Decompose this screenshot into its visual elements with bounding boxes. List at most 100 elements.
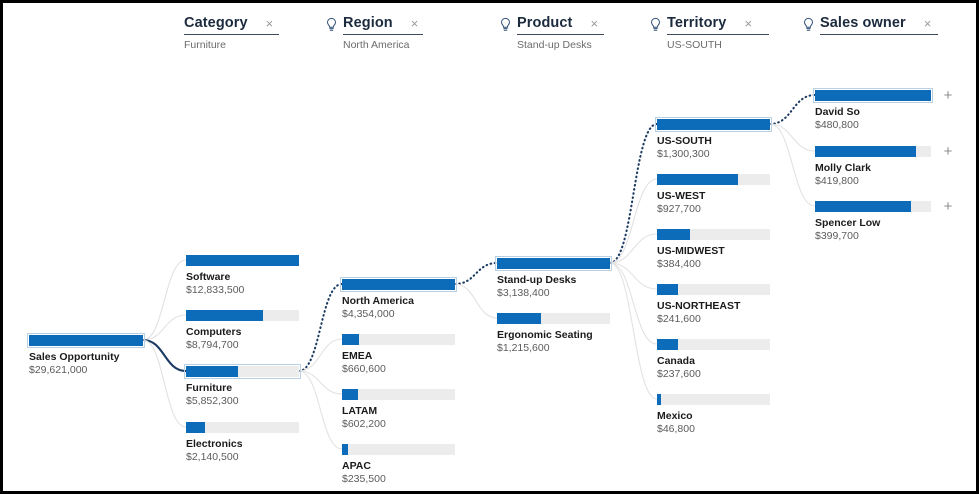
column-title-underline [517, 34, 605, 35]
column-selected-value: Furniture [184, 39, 227, 51]
node-label: US-MIDWEST [657, 245, 725, 257]
node-value: $4,354,000 [342, 308, 395, 320]
lightbulb-icon[interactable] [802, 17, 815, 33]
node-bar-fill [342, 279, 455, 290]
tree-node[interactable]: North America$4,354,000 [340, 277, 485, 320]
column-title[interactable]: Product [517, 15, 573, 31]
tree-node[interactable]: US-NORTHEAST$241,600 [657, 284, 800, 325]
tree-node[interactable]: Stand-up Desks$3,138,400 [495, 256, 640, 299]
node-value: $237,600 [657, 368, 701, 380]
column-selected-value: US-SOUTH [667, 39, 722, 51]
node-bar-fill [186, 366, 238, 377]
expand-node-button[interactable]: + [943, 143, 953, 160]
node-label: Ergonomic Seating [497, 329, 593, 341]
node-label: North America [342, 295, 414, 307]
expand-node-button[interactable]: + [943, 198, 953, 215]
node-bar-track [497, 313, 610, 324]
column-header-category: Category × Furniture [184, 15, 279, 51]
tree-node[interactable]: LATAM$602,200 [342, 389, 485, 430]
node-bar-fill [342, 444, 349, 455]
node-bar-fill [657, 394, 662, 405]
node-bar-fill [186, 422, 205, 433]
tree-node[interactable]: Mexico$46,800 [657, 394, 800, 435]
lightbulb-icon[interactable] [325, 17, 338, 33]
column-title-underline [184, 34, 279, 35]
tree-node[interactable]: Sales Opportunity$29,621,000 [27, 333, 173, 376]
node-bar-fill [497, 313, 541, 324]
node-bar-track [342, 334, 455, 345]
node-bar-track [342, 444, 455, 455]
column-header-territory: Territory × US-SOUTH [649, 15, 770, 51]
node-label: Mexico [657, 410, 693, 422]
node-bar-track [342, 389, 455, 400]
node-label: US-WEST [657, 190, 706, 202]
node-bar-fill [657, 339, 678, 350]
node-value: $235,500 [342, 473, 386, 485]
node-bar-fill [29, 335, 143, 346]
tree-node[interactable]: Software$12,833,500 [186, 255, 329, 296]
node-bar-fill [657, 284, 678, 295]
close-icon[interactable]: × [410, 16, 419, 31]
node-bar-track [340, 277, 457, 292]
node-value: $480,800 [815, 119, 859, 131]
node-bar-fill [186, 310, 264, 321]
lightbulb-icon[interactable] [499, 17, 512, 33]
column-title-underline [667, 34, 770, 35]
node-bar-fill [342, 334, 360, 345]
node-value: $419,800 [815, 175, 859, 187]
node-label: Canada [657, 355, 695, 367]
column-header-sales-owner: Sales owner × [802, 15, 938, 35]
node-value: $241,600 [657, 313, 701, 325]
tree-node[interactable]: Furniture$5,852,300 [184, 364, 329, 407]
close-icon[interactable]: × [265, 16, 274, 31]
column-title-underline [343, 34, 423, 35]
tree-node[interactable]: Spencer Low$399,700+ [815, 198, 961, 242]
column-selected-value: Stand-up Desks [517, 39, 592, 51]
tree-node[interactable]: US-WEST$927,700 [657, 174, 800, 215]
column-selected-value: North America [343, 39, 410, 51]
tree-node[interactable]: US-MIDWEST$384,400 [657, 229, 800, 270]
tree-node[interactable]: EMEA$660,600 [342, 334, 485, 375]
node-value: $1,300,300 [657, 148, 710, 160]
column-header-product: Product × Stand-up Desks [499, 15, 605, 51]
node-bar-track [27, 333, 145, 348]
node-label: US-NORTHEAST [657, 300, 741, 312]
tree-node[interactable]: Molly Clark$419,800 + [815, 143, 961, 187]
expand-node-button[interactable]: + [943, 87, 953, 104]
tree-node[interactable]: Electronics$2,140,500 [186, 422, 329, 463]
tree-node[interactable]: US-SOUTH$1,300,300 [655, 117, 800, 160]
node-bar-track [184, 364, 301, 379]
column-title[interactable]: Region [343, 15, 393, 31]
close-icon[interactable]: × [744, 16, 753, 31]
node-bar-track [657, 229, 770, 240]
tree-node[interactable]: Ergonomic Seating$1,215,600 [497, 313, 640, 354]
tree-node[interactable]: Computers$8,794,700 [186, 310, 329, 351]
close-icon[interactable]: × [590, 16, 599, 31]
node-label: Sales Opportunity [29, 351, 120, 363]
node-bar-fill [497, 258, 610, 269]
tree-node[interactable]: David So$480,800 + [813, 87, 961, 131]
tree-node[interactable]: Canada$237,600 [657, 339, 800, 380]
column-title[interactable]: Category [184, 15, 248, 31]
connector-links [142, 93, 817, 450]
column-title[interactable]: Sales owner [820, 15, 906, 31]
node-value: $5,852,300 [186, 395, 239, 407]
node-label: Molly Clark [815, 162, 872, 174]
node-label: Spencer Low [815, 217, 881, 229]
node-bar-fill [657, 229, 691, 240]
node-bar-track [813, 88, 933, 103]
lightbulb-icon[interactable] [649, 17, 662, 33]
node-value: $602,200 [342, 418, 386, 430]
node-label: David So [815, 106, 860, 118]
column-title[interactable]: Territory [667, 15, 727, 31]
close-icon[interactable]: × [923, 16, 932, 31]
node-bar-track [815, 201, 931, 212]
column-header-region: Region ×North America [325, 15, 423, 51]
node-bar-track [657, 174, 770, 185]
tree-node[interactable]: APAC$235,500 [342, 444, 485, 485]
node-value: $3,138,400 [497, 287, 550, 299]
node-value: $29,621,000 [29, 364, 88, 376]
node-bar-fill [186, 255, 299, 266]
node-label: APAC [342, 460, 371, 472]
